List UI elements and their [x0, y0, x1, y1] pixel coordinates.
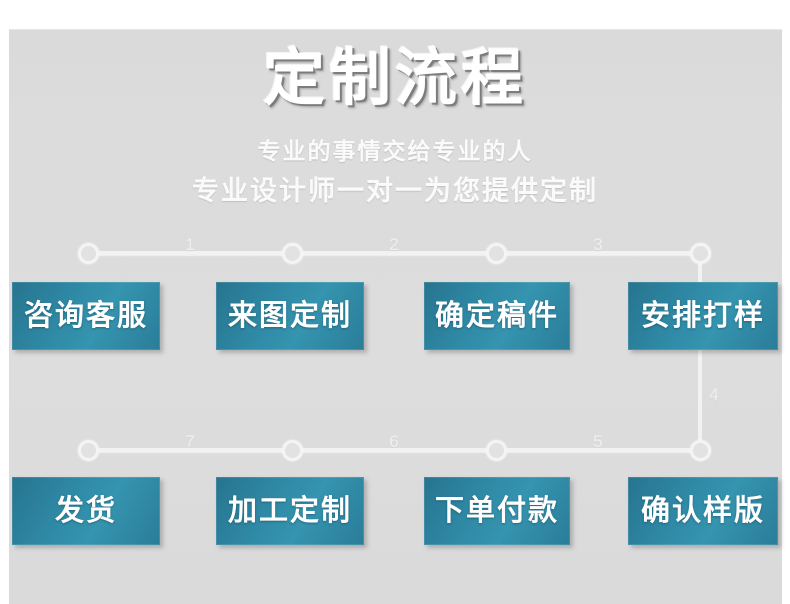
step-label: 下单付款 — [434, 495, 559, 527]
step-label: 咨询客服 — [23, 300, 148, 332]
timeline-node-1 — [78, 243, 99, 264]
connector-number-1: 1 — [185, 235, 195, 254]
timeline-node-8 — [78, 440, 99, 461]
step-label: 确认样版 — [640, 495, 765, 527]
connector-number-6: 6 — [389, 432, 399, 451]
connector-number-7: 7 — [185, 432, 195, 451]
connector-number-4: 4 — [709, 385, 719, 404]
step-box-confirm-sample[interactable]: 确认样版 — [628, 477, 778, 545]
step-box-arrange-sample[interactable]: 安排打样 — [628, 282, 778, 350]
step-box-shipping[interactable]: 发货 — [12, 477, 160, 545]
timeline-node-7 — [282, 440, 303, 461]
timeline-rail-row1 — [88, 251, 700, 255]
step-box-order-payment[interactable]: 下单付款 — [424, 477, 570, 545]
step-label: 加工定制 — [227, 495, 352, 527]
timeline-node-5 — [690, 440, 711, 461]
connector-number-2: 2 — [389, 235, 399, 254]
timeline-rail-vertical — [698, 251, 702, 451]
step-box-confirm-draft[interactable]: 确定稿件 — [424, 282, 570, 350]
connector-number-5: 5 — [593, 432, 603, 451]
timeline-node-6 — [486, 440, 507, 461]
timeline-node-3 — [486, 243, 507, 264]
step-label: 确定稿件 — [434, 300, 559, 332]
timeline-node-4 — [690, 243, 711, 264]
connector-number-3: 3 — [593, 235, 603, 254]
subtitle-line-2: 专业设计师一对一为您提供定制 — [192, 176, 598, 206]
step-label: 发货 — [54, 495, 117, 527]
step-box-production[interactable]: 加工定制 — [216, 477, 364, 545]
timeline-node-2 — [282, 243, 303, 264]
step-label: 安排打样 — [640, 300, 765, 332]
step-box-consult-service[interactable]: 咨询客服 — [12, 282, 160, 350]
step-box-send-design[interactable]: 来图定制 — [216, 282, 364, 350]
page-title: 定制流程 — [262, 44, 527, 113]
subtitle-line-1: 专业的事情交给专业的人 — [257, 138, 533, 164]
step-label: 来图定制 — [227, 300, 352, 332]
timeline-rail-row2 — [88, 448, 700, 452]
